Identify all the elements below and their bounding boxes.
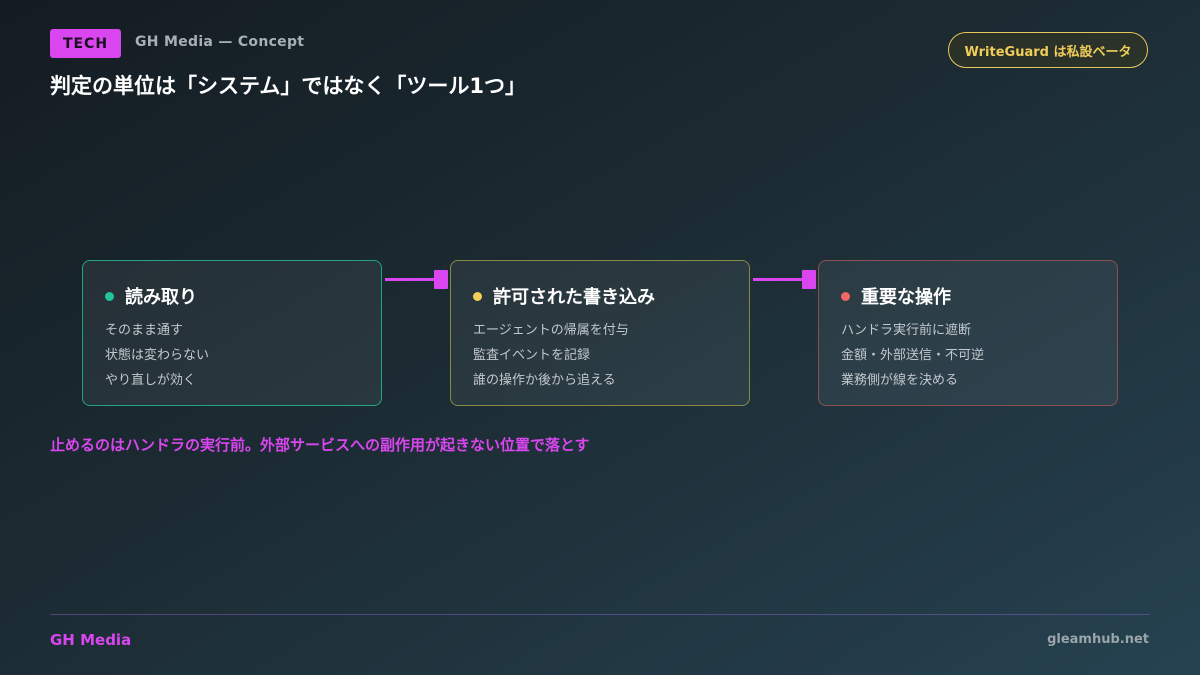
- connector-line: [385, 278, 437, 281]
- callout-text: 止めるのはハンドラの実行前。外部サービスへの副作用が起きない位置で落とす: [50, 436, 590, 454]
- card-title: 重要な操作: [861, 287, 951, 308]
- card-line: エージェントの帰属を付与: [473, 323, 629, 338]
- card-line: 監査イベントを記録: [473, 348, 591, 363]
- footer-brand: GH Media: [50, 631, 132, 649]
- card-line: そのまま通す: [105, 323, 184, 338]
- card-line: 金額・外部送信・不可逆: [841, 348, 985, 363]
- brand-line: GH Media — Concept: [135, 34, 305, 50]
- card-line: 状態は変わらない: [105, 348, 210, 363]
- footer-divider: [50, 614, 1150, 615]
- card-title: 読み取り: [125, 287, 197, 308]
- card-line: 誰の操作か後から追える: [473, 373, 616, 388]
- card-line: やり直しが効く: [105, 373, 197, 388]
- status-dot-icon: [473, 291, 482, 301]
- card-line: 業務側が線を決める: [841, 373, 959, 388]
- status-dot-icon: [105, 291, 114, 301]
- card-line: ハンドラ実行前に遮断: [841, 323, 972, 338]
- card-title: 許可された書き込み: [493, 287, 655, 308]
- beta-badge: WriteGuard は私設ベータ: [948, 32, 1148, 68]
- category-tag: TECH: [50, 29, 121, 58]
- connector-node: [802, 270, 816, 289]
- connector-line: [753, 278, 805, 281]
- footer-url: gleamhub.net: [1047, 632, 1149, 647]
- card-critical-op: 重要な操作 ハンドラ実行前に遮断 金額・外部送信・不可逆 業務側が線を決める: [818, 260, 1118, 406]
- card-read: 読み取り そのまま通す 状態は変わらない やり直しが効く: [82, 260, 382, 406]
- card-allowed-write: 許可された書き込み エージェントの帰属を付与 監査イベントを記録 誰の操作か後か…: [450, 260, 750, 406]
- connector-node: [434, 270, 448, 289]
- page-title: 判定の単位は「システム」ではなく「ツール1つ」: [50, 74, 526, 98]
- status-dot-icon: [841, 291, 850, 301]
